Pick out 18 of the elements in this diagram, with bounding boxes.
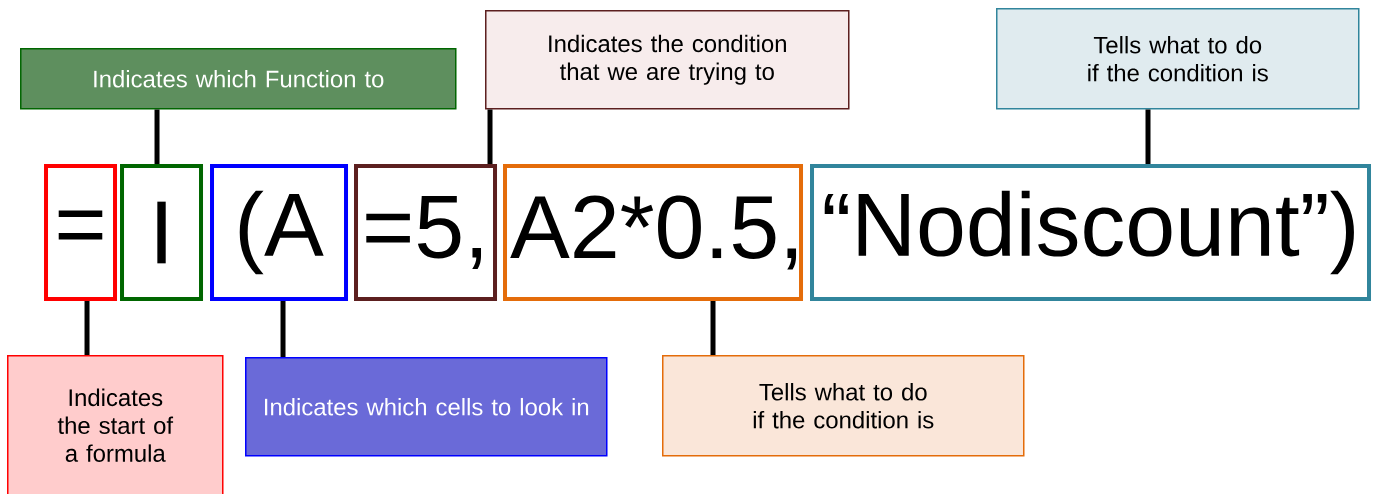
- callout-box: Indicates the start of a formula: [7, 355, 224, 494]
- formula-part-box: “Nodiscount”): [810, 164, 1371, 301]
- leader-line: [710, 301, 716, 355]
- callout-box: Indicates the condition that we are trying to: [485, 10, 850, 110]
- leader-line: [1145, 109, 1151, 164]
- formula-part-box: =: [44, 164, 117, 301]
- callout-box: Tells what to do if the condition is: [662, 355, 1025, 457]
- leader-line: [84, 301, 90, 355]
- callout-box: Indicates which cells to look in: [245, 357, 608, 457]
- formula-part-box: =5,: [354, 164, 497, 301]
- callout-box: Indicates which Function to: [20, 48, 457, 110]
- leader-line: [154, 109, 160, 164]
- leader-line: [280, 301, 286, 357]
- formula-part-box: I: [120, 164, 203, 301]
- formula-part-box: (A: [210, 164, 348, 301]
- formula-part-box: A2*0.5,: [503, 164, 803, 301]
- leader-line: [487, 109, 493, 164]
- callout-box: Tells what to do if the condition is: [996, 8, 1360, 110]
